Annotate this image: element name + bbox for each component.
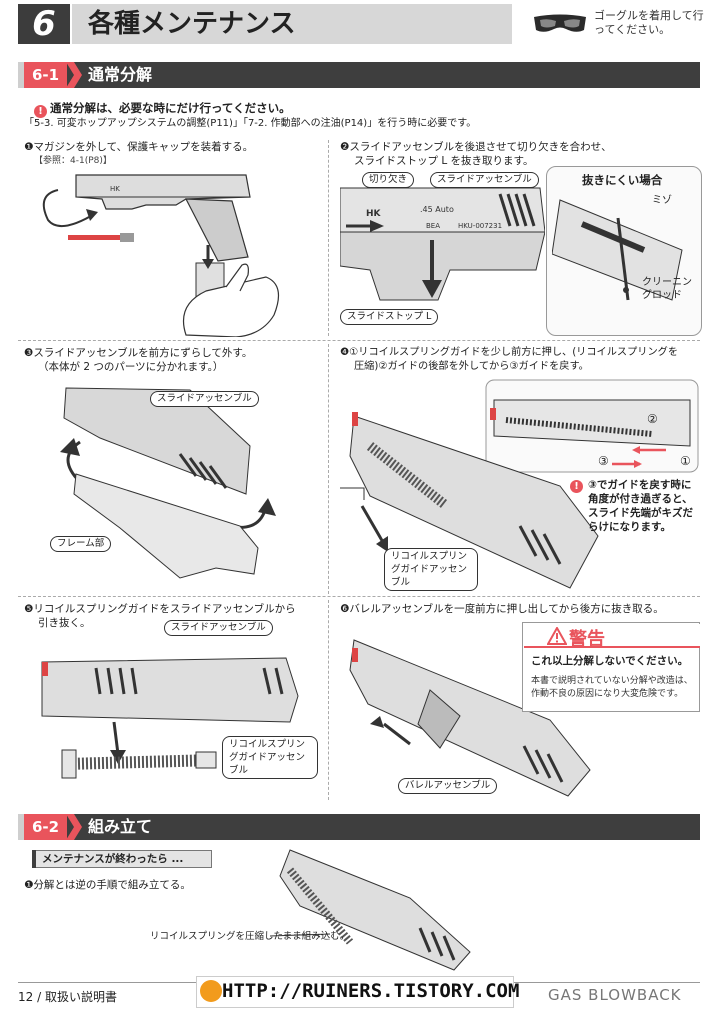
gun-marking: HK xyxy=(110,185,120,193)
step-3-text-line1: ❸スライドアッセンブルを前方にずらして外す。 xyxy=(24,346,252,360)
step-number: ❸ xyxy=(24,347,34,359)
assembly-step-1: ❶分解とは逆の手順で組み立てる。 xyxy=(24,878,191,892)
subheading-marker xyxy=(32,850,36,868)
gun-marking: BEA xyxy=(426,222,440,230)
divider xyxy=(18,596,700,597)
assembly-illustration xyxy=(270,849,471,971)
section-chevron-icon xyxy=(66,814,82,840)
cleaning-rod-illustration xyxy=(552,199,683,301)
step-3-text-line2: （本体が 2 つのパーツに分かれます。） xyxy=(38,361,224,373)
caution-icon: ! xyxy=(570,480,583,493)
callout-2: ② xyxy=(647,412,658,426)
step-text: リコイルスプリングガイドをスライドアッセンブルから xyxy=(33,603,296,615)
chapter-title: 各種メンテナンス xyxy=(88,9,296,39)
step-number: ❷ xyxy=(340,141,350,153)
watermark-box xyxy=(196,976,514,1008)
caution-line: スライド先端がキズだ xyxy=(588,507,693,519)
barrel-removal-illustration xyxy=(349,639,591,797)
gun-marking: .45 Auto xyxy=(420,205,454,214)
chapter-title-bar xyxy=(72,4,512,44)
step-number: ❶ xyxy=(24,879,34,891)
goggle-notice: ゴーグルを着用して行ってください。 xyxy=(594,9,704,36)
section-chevron-icon xyxy=(66,62,82,88)
section-title-6-2: 組み立て xyxy=(88,817,153,836)
pistol-magazine-illustration: HK xyxy=(42,174,280,337)
warning-box: 警告 これ以上分解しないでください。 本書で説明されていない分解や改造は、作動不… xyxy=(522,622,700,712)
section-title-6-1: 通常分解 xyxy=(88,65,153,84)
subheading: メンテナンスが終わったら ... xyxy=(42,853,184,865)
caution-line: 角度が付き過ぎると、 xyxy=(588,493,693,505)
step-number: ❶ xyxy=(24,141,34,153)
watermark-logo-icon xyxy=(200,980,222,1002)
label-slide-assembly: スライドアッセンブル xyxy=(164,620,273,636)
label-slide-assembly: スライドアッセンブル xyxy=(430,172,539,188)
step-text: マガジンを外して、保護キャップを装着する。 xyxy=(33,141,254,153)
gun-marking: HK xyxy=(366,209,382,219)
inset-rod-label: クリーニングロッド xyxy=(642,277,692,301)
step-5-text-line2: 引き抜く。 xyxy=(38,617,91,629)
step-text: スライドアッセンブルを前方にずらして外す。 xyxy=(33,347,253,359)
callout-1: ① xyxy=(680,454,691,468)
step-1-reference: 【参照：4-1(P8)】 xyxy=(34,156,112,166)
footer-brand: GAS BLOWBACK xyxy=(548,986,682,1004)
caution-heading: !通常分解は、必要な時にだけ行ってください。 xyxy=(34,101,291,118)
step-text: スライドアッセンブルを後退させて切り欠きを合わせ、 xyxy=(349,141,612,153)
slide-removal-illustration xyxy=(60,387,276,579)
label-slide-stop: スライドストップ L xyxy=(340,309,439,325)
step-4-text-line2: 圧縮)②ガイドの後部を外してから③ガイドを戻す。 xyxy=(354,361,589,372)
warning-subtitle: これ以上分解しないでください。 xyxy=(531,655,689,667)
step-text: 分解とは逆の手順で組み立てる。 xyxy=(33,879,191,891)
caution-line: らけになります。 xyxy=(588,521,671,533)
page-number: 12 / 取扱い説明書 xyxy=(18,990,117,1004)
step-1-text: ❶マガジンを外して、保護キャップを装着する。 xyxy=(24,140,253,154)
divider xyxy=(328,140,329,336)
warning-triangle-icon xyxy=(547,627,567,645)
label-slide-assembly: スライドアッセンブル xyxy=(150,391,259,407)
step-2-text-line1: ❷スライドアッセンブルを後退させて切り欠きを合わせ、 xyxy=(340,140,612,154)
step-number: ❻ xyxy=(340,603,350,615)
divider xyxy=(328,600,329,800)
caution-note: 「5-3. 可変ホップアップシステムの調整(P11)」「7-2. 作動部への注油… xyxy=(24,118,477,129)
step-6-text: ❻バレルアッセンブルを一度前方に押し出してから後方に抜き取る。 xyxy=(340,602,664,616)
slide-stop-illustration: HK .45 Auto BEA HKU-007231 xyxy=(340,187,545,301)
divider xyxy=(18,340,700,341)
warning-body: 本書で説明されていない分解や改造は、作動不良の原因になり大変危険です。 xyxy=(531,676,693,699)
gun-serial: HKU-007231 xyxy=(458,222,502,230)
step-5-text-line1: ❺リコイルスプリングガイドをスライドアッセンブルから xyxy=(24,602,296,616)
assembly-callout: リコイルスプリングを圧縮したまま組み込む。 xyxy=(150,931,350,942)
label-recoil-guide: リコイルスプリングガイドアッセンブル xyxy=(384,548,478,591)
inset-groove-label: ミゾ xyxy=(652,195,672,206)
recoil-guide-illustration xyxy=(340,379,699,589)
caution-title: 通常分解は、必要な時にだけ行ってください。 xyxy=(50,101,291,115)
inset-title: 抜きにくい場合 xyxy=(582,173,663,187)
watermark-text: HTTP://RUINERS.TISTORY.COM xyxy=(222,980,520,1002)
caution-icon: ! xyxy=(34,105,47,118)
caution-line: ③でガイドを戻す時に xyxy=(588,479,692,491)
section-bar-6-2 xyxy=(18,814,700,840)
divider xyxy=(328,344,329,594)
guide-extraction-illustration xyxy=(41,657,299,779)
label-recoil-guide: リコイルスプリングガイドアッセンブル xyxy=(222,736,318,779)
step-text: ①リコイルスプリングガイドを少し前方に押し、(リコイルスプリングを xyxy=(349,347,679,358)
step-number: ❹ xyxy=(340,347,350,358)
step-text: バレルアッセンブルを一度前方に押し出してから後方に抜き取る。 xyxy=(349,603,664,615)
label-frame: フレーム部 xyxy=(50,536,112,552)
step-4-text-line1: ❹①リコイルスプリングガイドを少し前方に押し、(リコイルスプリングを xyxy=(340,346,678,360)
section-number-6-2: 6-2 xyxy=(24,814,68,840)
goggle-icon xyxy=(534,14,586,32)
section-number-6-1: 6-1 xyxy=(24,62,68,88)
warning-title: 警告 xyxy=(569,629,605,650)
section-bar-6-1 xyxy=(18,62,700,88)
label-barrel-assembly: バレルアッセンブル xyxy=(398,778,498,794)
chapter-number: 6 xyxy=(18,4,70,44)
callout-3: ③ xyxy=(598,454,609,468)
label-notch: 切り欠き xyxy=(362,172,415,188)
step-2-text-line2: スライドストップ L を抜き取ります。 xyxy=(354,155,534,167)
step-number: ❺ xyxy=(24,603,34,615)
